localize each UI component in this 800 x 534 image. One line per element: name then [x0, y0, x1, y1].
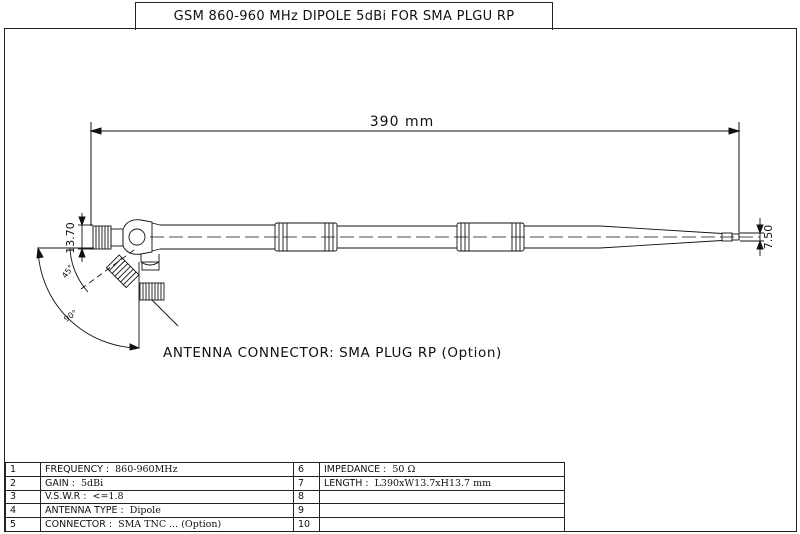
spec-row: 4 ANTENNA TYPE : Dipole 9 — [5, 503, 565, 519]
spec-label: 3 — [10, 491, 17, 503]
spec-label: V.S.W.R : — [45, 491, 87, 503]
knurled-connector — [92, 225, 124, 250]
spec-entry: ANTENNA TYPE : Dipole — [40, 503, 294, 519]
spec-index: 5 — [5, 517, 41, 532]
swing-angle-label: 90° — [62, 308, 79, 324]
drawing-frame — [4, 28, 797, 532]
spec-label: GAIN : — [45, 477, 75, 489]
spec-value: SMA TNC ... (Option) — [118, 519, 222, 531]
length-label: 390 mm — [370, 114, 434, 130]
swing-arc-dimensions — [36, 246, 141, 351]
spec-index: 6 — [293, 462, 320, 477]
antenna-body — [160, 224, 574, 250]
connector-caption: ANTENNA CONNECTOR: SMA PLUG RP (Option) — [163, 345, 502, 361]
spec-label: 4 — [10, 505, 17, 517]
spec-entry: FREQUENCY : 860-960MHz — [40, 462, 294, 477]
spec-entry: LENGTH : L390xW13.7xH13.7 mm — [319, 475, 565, 491]
spec-index: 9 — [293, 503, 320, 519]
spec-index: 8 — [293, 489, 320, 505]
spec-label: 7 — [298, 477, 305, 489]
downward-connector-90 — [139, 261, 179, 327]
spec-value: Dipole — [129, 505, 161, 517]
sleeve-band-1 — [274, 222, 338, 252]
spec-label: 2 — [10, 477, 17, 489]
spec-label: 6 — [298, 463, 305, 475]
spec-row: 2 GAIN : 5dBi 7 LENGTH : L390xW13.7xH13.7 mm — [5, 475, 565, 491]
tip-diameter-dimension — [740, 218, 764, 256]
spec-value: 5dBi — [81, 477, 104, 489]
drawing-title: GSM 860-960 MHz DIPOLE 5dBi FOR SMA PLGU… — [173, 9, 515, 24]
base-height-dimension — [78, 213, 93, 262]
spec-row: 5 CONNECTOR : SMA TNC ... (Option) 10 — [5, 517, 565, 532]
spec-label: 1 — [10, 463, 17, 475]
spec-label: LENGTH : — [324, 477, 369, 489]
tapered-whip — [574, 225, 740, 249]
sleeve-band-2 — [456, 222, 525, 252]
spec-index: 10 — [293, 517, 320, 532]
spec-label: 9 — [298, 505, 305, 517]
spec-value: 860-960MHz — [115, 463, 178, 475]
spec-label: 8 — [298, 491, 305, 503]
spec-index: 1 — [5, 462, 41, 477]
tilted-connector-45 — [80, 249, 140, 290]
tip-diameter-label: 7.50 — [762, 225, 775, 250]
spec-label: FREQUENCY : — [45, 463, 110, 475]
spec-entry — [319, 517, 565, 532]
spec-entry — [319, 489, 565, 505]
spec-value: L390xW13.7xH13.7 mm — [374, 477, 492, 489]
spec-index: 4 — [5, 503, 41, 519]
spec-index: 2 — [5, 475, 41, 491]
spec-value: 50 Ω — [392, 463, 416, 475]
spec-index: 7 — [293, 475, 320, 491]
title-block: GSM 860-960 MHz DIPOLE 5dBi FOR SMA PLGU… — [135, 2, 553, 30]
spec-row: 1 FREQUENCY : 860-960MHz 6 IMPEDANCE : 50 Ω — [5, 462, 565, 477]
spec-entry: V.S.W.R : <=1.8 — [40, 489, 294, 505]
spec-label: CONNECTOR : — [45, 519, 113, 531]
spec-label: 5 — [10, 519, 17, 531]
spec-row: 3 V.S.W.R : <=1.8 8 — [5, 489, 565, 505]
spec-entry — [319, 503, 565, 519]
spec-value: <=1.8 — [92, 491, 124, 503]
base-height-label: 13.70 — [64, 222, 77, 254]
spec-entry: IMPEDANCE : 50 Ω — [319, 462, 565, 477]
spec-label: IMPEDANCE : — [324, 463, 387, 475]
spec-index: 3 — [5, 489, 41, 505]
spec-label: 10 — [298, 519, 311, 531]
spec-table: 1 FREQUENCY : 860-960MHz 6 IMPEDANCE : 50 Ω 2 G… — [5, 462, 565, 532]
hinge-knuckle — [122, 219, 161, 266]
spec-entry: GAIN : 5dBi — [40, 475, 294, 491]
spec-entry: CONNECTOR : SMA TNC ... (Option) — [40, 517, 294, 532]
spec-label: ANTENNA TYPE : — [45, 505, 124, 517]
length-dimension — [89, 122, 741, 240]
